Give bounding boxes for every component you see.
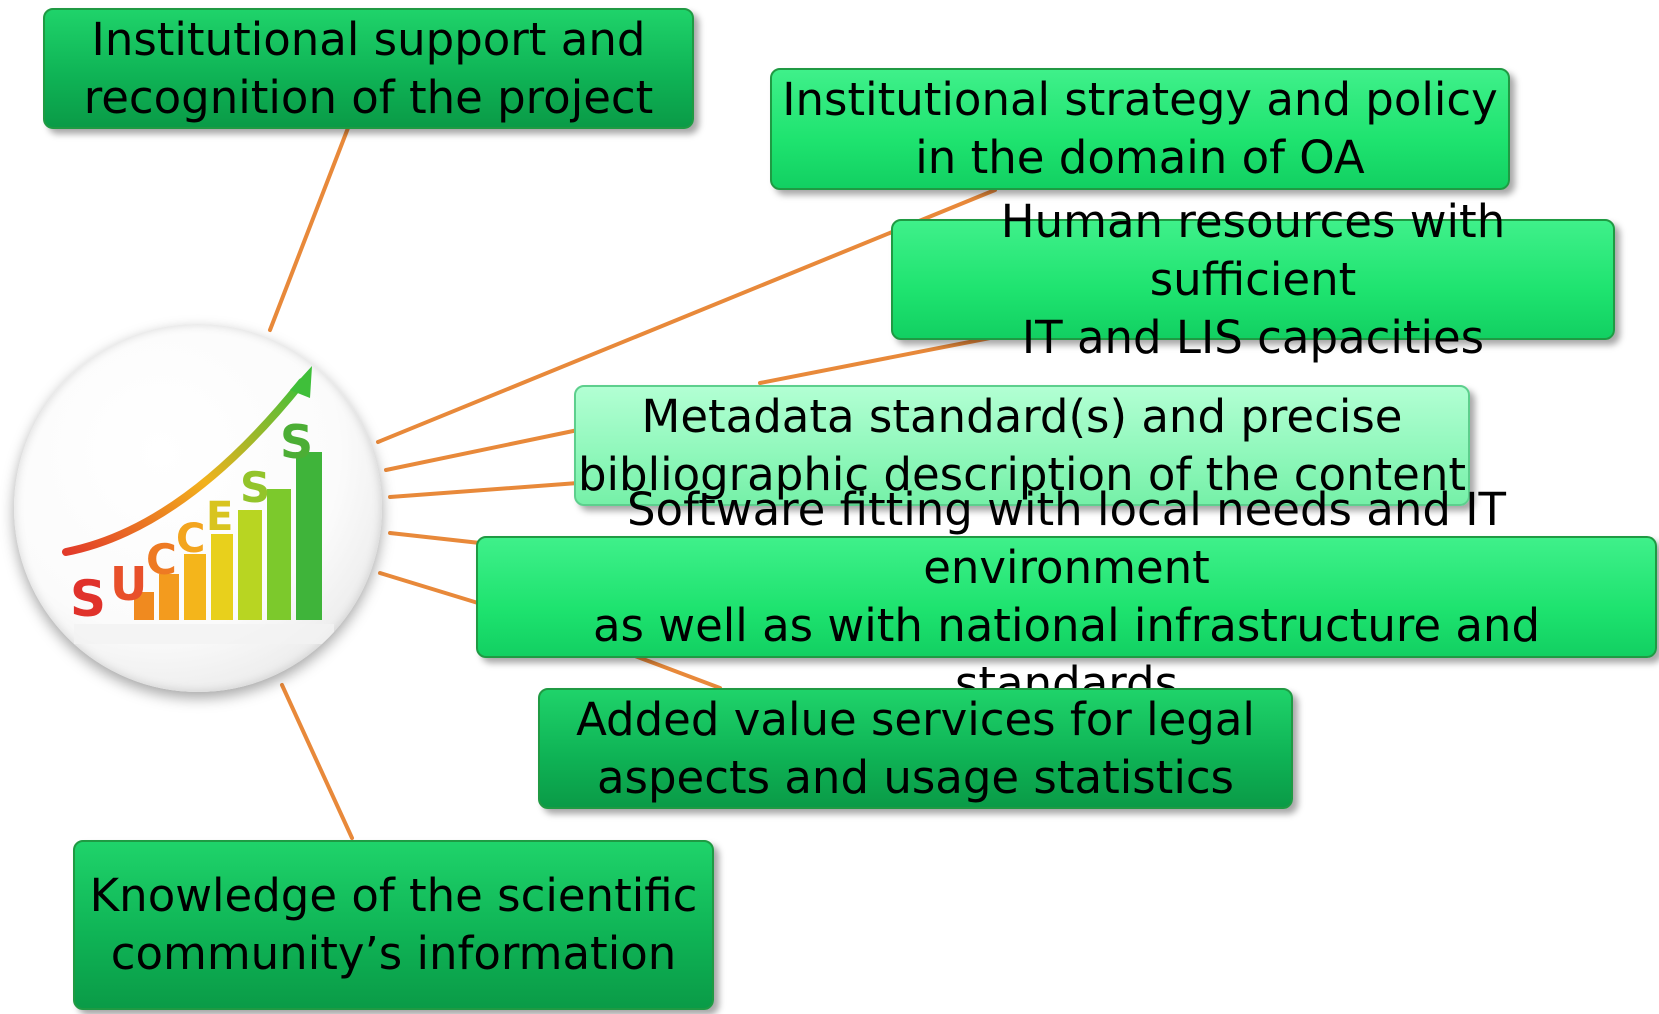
box-institutional-strategy: Institutional strategy and policy in the… <box>770 68 1510 190</box>
svg-text:U: U <box>110 557 147 611</box>
connector-metadata-lower <box>388 481 580 499</box>
box-software: Software fitting with local needs and IT… <box>476 483 1657 710</box>
connector-software-lower <box>378 571 480 605</box>
connector-knowledge <box>280 683 354 840</box>
knowledge-text: Knowledge of the scientific community’s … <box>89 869 698 980</box>
connector-software-upper <box>388 531 482 545</box>
svg-text:S: S <box>240 463 270 512</box>
svg-text:C: C <box>176 516 205 562</box>
box-metadata: Metadata standard(s) and precise bibliog… <box>574 385 1470 506</box>
box-institutional-support: Institutional support and recognition of… <box>43 8 694 129</box>
connector-institutional-support <box>268 126 350 332</box>
svg-text:S: S <box>280 415 313 469</box>
institutional-support-text: Institutional support and recognition of… <box>83 12 654 124</box>
svg-text:C: C <box>146 535 177 584</box>
software-text: Software fitting with local needs and IT… <box>592 483 1541 710</box>
connector-human-resources <box>758 336 992 385</box>
svg-text:E: E <box>206 494 233 540</box>
connector-metadata-upper <box>384 428 580 472</box>
box-added-value: Added value services for legal aspects a… <box>538 688 1293 809</box>
metadata-text: Metadata standard(s) and precise bibliog… <box>577 389 1467 501</box>
institutional-strategy-text: Institutional strategy and policy in the… <box>782 73 1498 184</box>
connector-added-value <box>633 654 722 690</box>
box-knowledge: Knowledge of the scientific community’s … <box>73 840 714 1010</box>
human-resources-text: Human resources with sufficient IT and L… <box>1000 194 1506 364</box>
success-hub-circle: S U C C E S S <box>14 324 382 692</box>
box-human-resources: Human resources with sufficient IT and L… <box>891 195 1615 364</box>
added-value-text: Added value services for legal aspects a… <box>576 692 1255 804</box>
success-bar-chart-icon: S U C C E S S <box>62 366 334 644</box>
svg-text:S: S <box>70 570 106 628</box>
